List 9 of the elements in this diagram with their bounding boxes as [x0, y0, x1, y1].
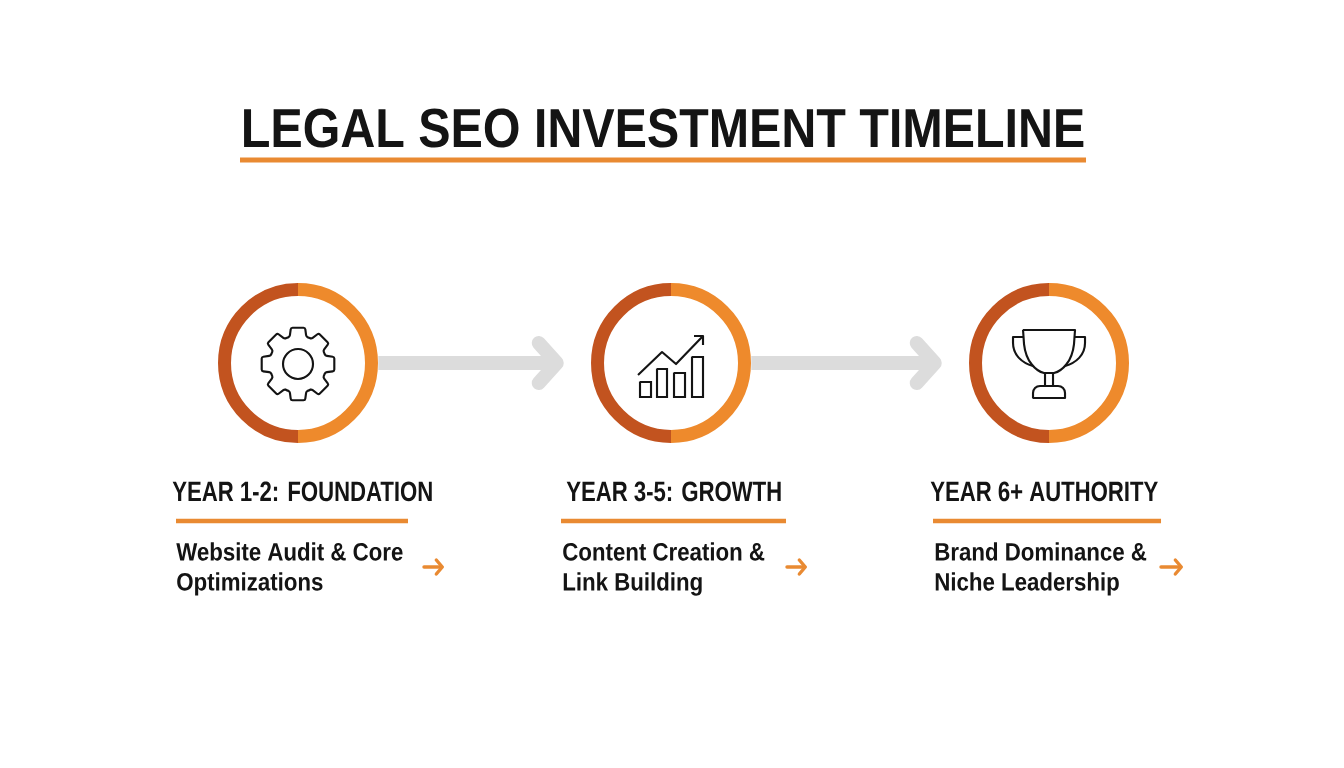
stage-heading: YEAR 3-5: GROWTH: [566, 481, 781, 502]
arrow: [751, 336, 942, 390]
arrow: [378, 336, 564, 390]
stage-description: Content Creation & Link Building: [563, 542, 765, 596]
stage-description: Brand Dominance & Niche Leadership: [935, 542, 1147, 596]
title: LEGAL SEO INVESTMENT TIMELINE: [244, 108, 1084, 148]
stage-heading: YEAR 6+ AUTHORITY: [930, 481, 1158, 502]
stage-heading: YEAR 1-2: FOUNDATION: [172, 481, 432, 502]
stage-description: Website Audit & Core Optimizations: [176, 542, 403, 596]
